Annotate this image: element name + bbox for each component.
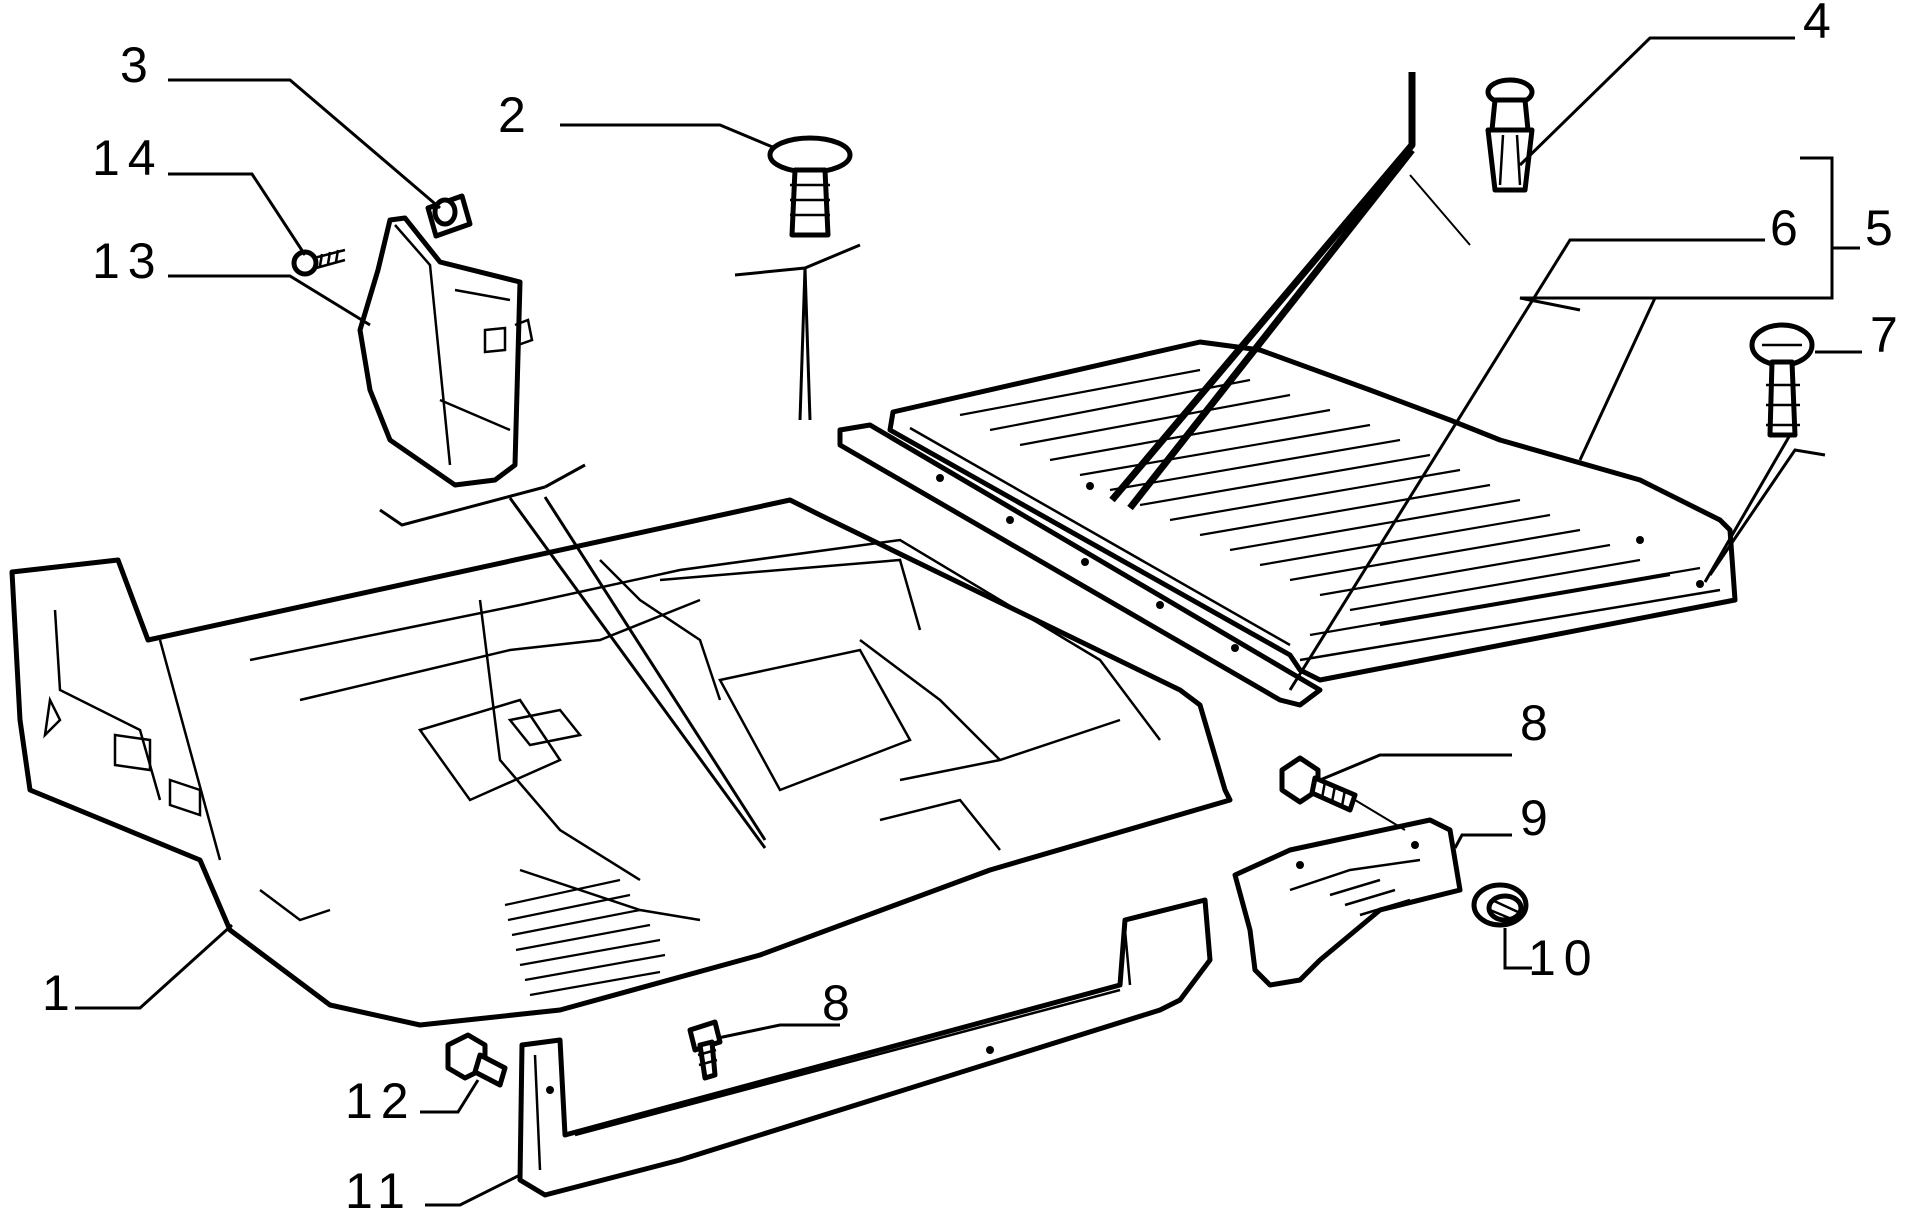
callout-8b: 8 [822,975,858,1031]
screw-14 [291,248,346,277]
callout-13: 13 [92,233,164,289]
leader-6 [1288,238,1765,691]
leader-11 [425,1173,521,1207]
leader-1 [75,923,234,1010]
leader-8b [717,1023,840,1040]
push-clip-7 [1749,322,1815,438]
mat-retaining-strip [837,422,1323,708]
step-cover [1232,817,1463,988]
leader-8a [1319,753,1512,782]
screw-8-lower [687,1019,723,1081]
leader-4 [1518,36,1795,167]
callout-2: 2 [498,87,534,143]
push-clip-2 [767,135,853,238]
callout-1: 1 [42,965,78,1021]
leader-3 [168,78,441,210]
callout-8a: 8 [1520,695,1556,751]
callout-11: 11 [345,1163,413,1208]
callout-5: 5 [1865,200,1901,256]
callout-7: 7 [1870,307,1906,363]
callout-4: 4 [1803,0,1839,49]
rear-floor-mat [887,339,1738,683]
leader-9 [1453,833,1512,849]
leader-2 [560,123,776,150]
callout-9: 9 [1520,790,1556,846]
bolt-12 [445,1032,508,1088]
floor-covering [9,497,1233,1028]
leader-10 [1503,928,1532,970]
leader-lines [75,36,1862,1207]
callout-6: 6 [1770,200,1806,256]
callout-10: 10 [1528,930,1600,986]
leader-13 [168,274,371,327]
bolt-8-upper [1279,755,1358,813]
leader-12 [420,1079,480,1114]
leader-14 [168,172,307,256]
expanding-clip-4 [1485,77,1535,193]
mat-ribs [959,368,1701,637]
sill-trim [517,897,1213,1198]
callout-14: 14 [92,130,164,186]
callout-3: 3 [120,37,156,93]
assembly-guide-lines [379,72,1826,849]
side-trim-panel [357,215,534,488]
leader-5-to-mat [1578,296,1832,461]
callout-labels: 1 2 3 4 5 6 7 8 8 9 10 11 12 13 14 [42,0,1906,1208]
callout-12: 12 [345,1073,417,1129]
clip-10 [1471,882,1529,928]
